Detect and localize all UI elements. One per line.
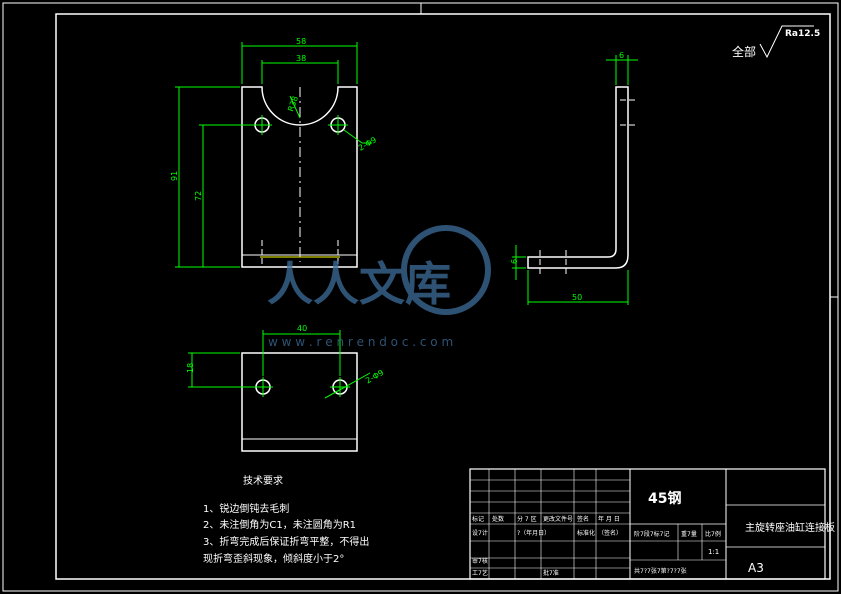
row-standard-sign: （签名）: [598, 529, 622, 537]
stage-label: 阶7段7标7记: [634, 530, 669, 538]
sheet-info: 共7?7张7第?7?7张: [634, 567, 687, 575]
dim-hole-front: 2-Φ9: [357, 135, 378, 152]
row-approve: 批7准: [543, 569, 559, 577]
title-block: 45钢 主旋转座油缸连接板 A3 标记 处数 分 7 区 更改文件号 签名 年 …: [469, 468, 835, 580]
dim-width-outer: 58: [296, 37, 306, 46]
dim-width-top: 40: [297, 324, 307, 333]
dim-slot-radius: R38: [286, 95, 300, 113]
front-view: 58 38 R38 2-Φ9 91 72: [170, 37, 378, 268]
watermark: 人人文库 w w w . r e n r e n d o c . c o m: [267, 225, 491, 349]
watermark-logo-icon: [401, 225, 491, 315]
row-standard: 标准化: [577, 529, 595, 537]
row-design: 设7计: [472, 529, 488, 537]
row-design-date: ?（年月日）: [517, 529, 550, 537]
material: 45钢: [648, 490, 681, 507]
tech-req-title: 技术要求: [243, 474, 283, 487]
watermark-text: 人人文库: [267, 257, 451, 311]
roughness-value: Ra12.5: [785, 29, 820, 39]
side-view: 6 6 50: [510, 51, 638, 305]
hdr-zone: 分 7 区: [517, 515, 537, 523]
sheet-size: A3: [748, 561, 764, 575]
tech-requirements: 技术要求 1、锐边倒钝去毛刺 2、未注倒角为C1，未注圆角为R1 3、折弯完成后…: [203, 474, 369, 565]
tech-req-item-3-cont: 现折弯歪斜现象，倾斜度小于2°: [203, 552, 344, 565]
scale-label: 比7例: [705, 530, 721, 538]
hdr-date: 年 月 日: [598, 515, 620, 523]
dim-height-holes: 72: [194, 191, 203, 201]
tech-req-item-2: 2、未注倒角为C1，未注圆角为R1: [203, 518, 356, 531]
tech-req-item-1: 1、锐边倒钝去毛刺: [203, 502, 289, 515]
hdr-sign: 签名: [577, 515, 589, 523]
scale-value: 1:1: [708, 548, 719, 556]
dim-bottom: 6: [510, 259, 519, 264]
row-review: 审7核: [472, 557, 488, 565]
dim-depth: 18: [186, 363, 195, 373]
dim-height-total: 91: [170, 171, 179, 181]
hdr-file: 更改文件号: [543, 515, 573, 523]
roughness-prefix: 全部: [732, 44, 756, 59]
tech-req-item-3: 3、折弯完成后保证折弯平整，不得出: [203, 535, 369, 548]
roughness-symbol: 全部 Ra12.5: [732, 25, 820, 59]
dim-thickness: 6: [619, 51, 624, 60]
dim-hole-top: 2-Φ9: [364, 368, 385, 385]
hdr-mark: 标记: [472, 515, 484, 523]
watermark-url: w w w . r e n r e n d o c . c o m: [268, 335, 453, 349]
part-name: 主旋转座油缸连接板: [745, 521, 835, 534]
hdr-count: 处数: [492, 515, 504, 523]
row-process: 工7艺: [472, 569, 488, 577]
dim-length: 50: [572, 293, 582, 302]
weight-label: 重7量: [681, 530, 697, 538]
dim-width-slot: 38: [296, 54, 306, 63]
